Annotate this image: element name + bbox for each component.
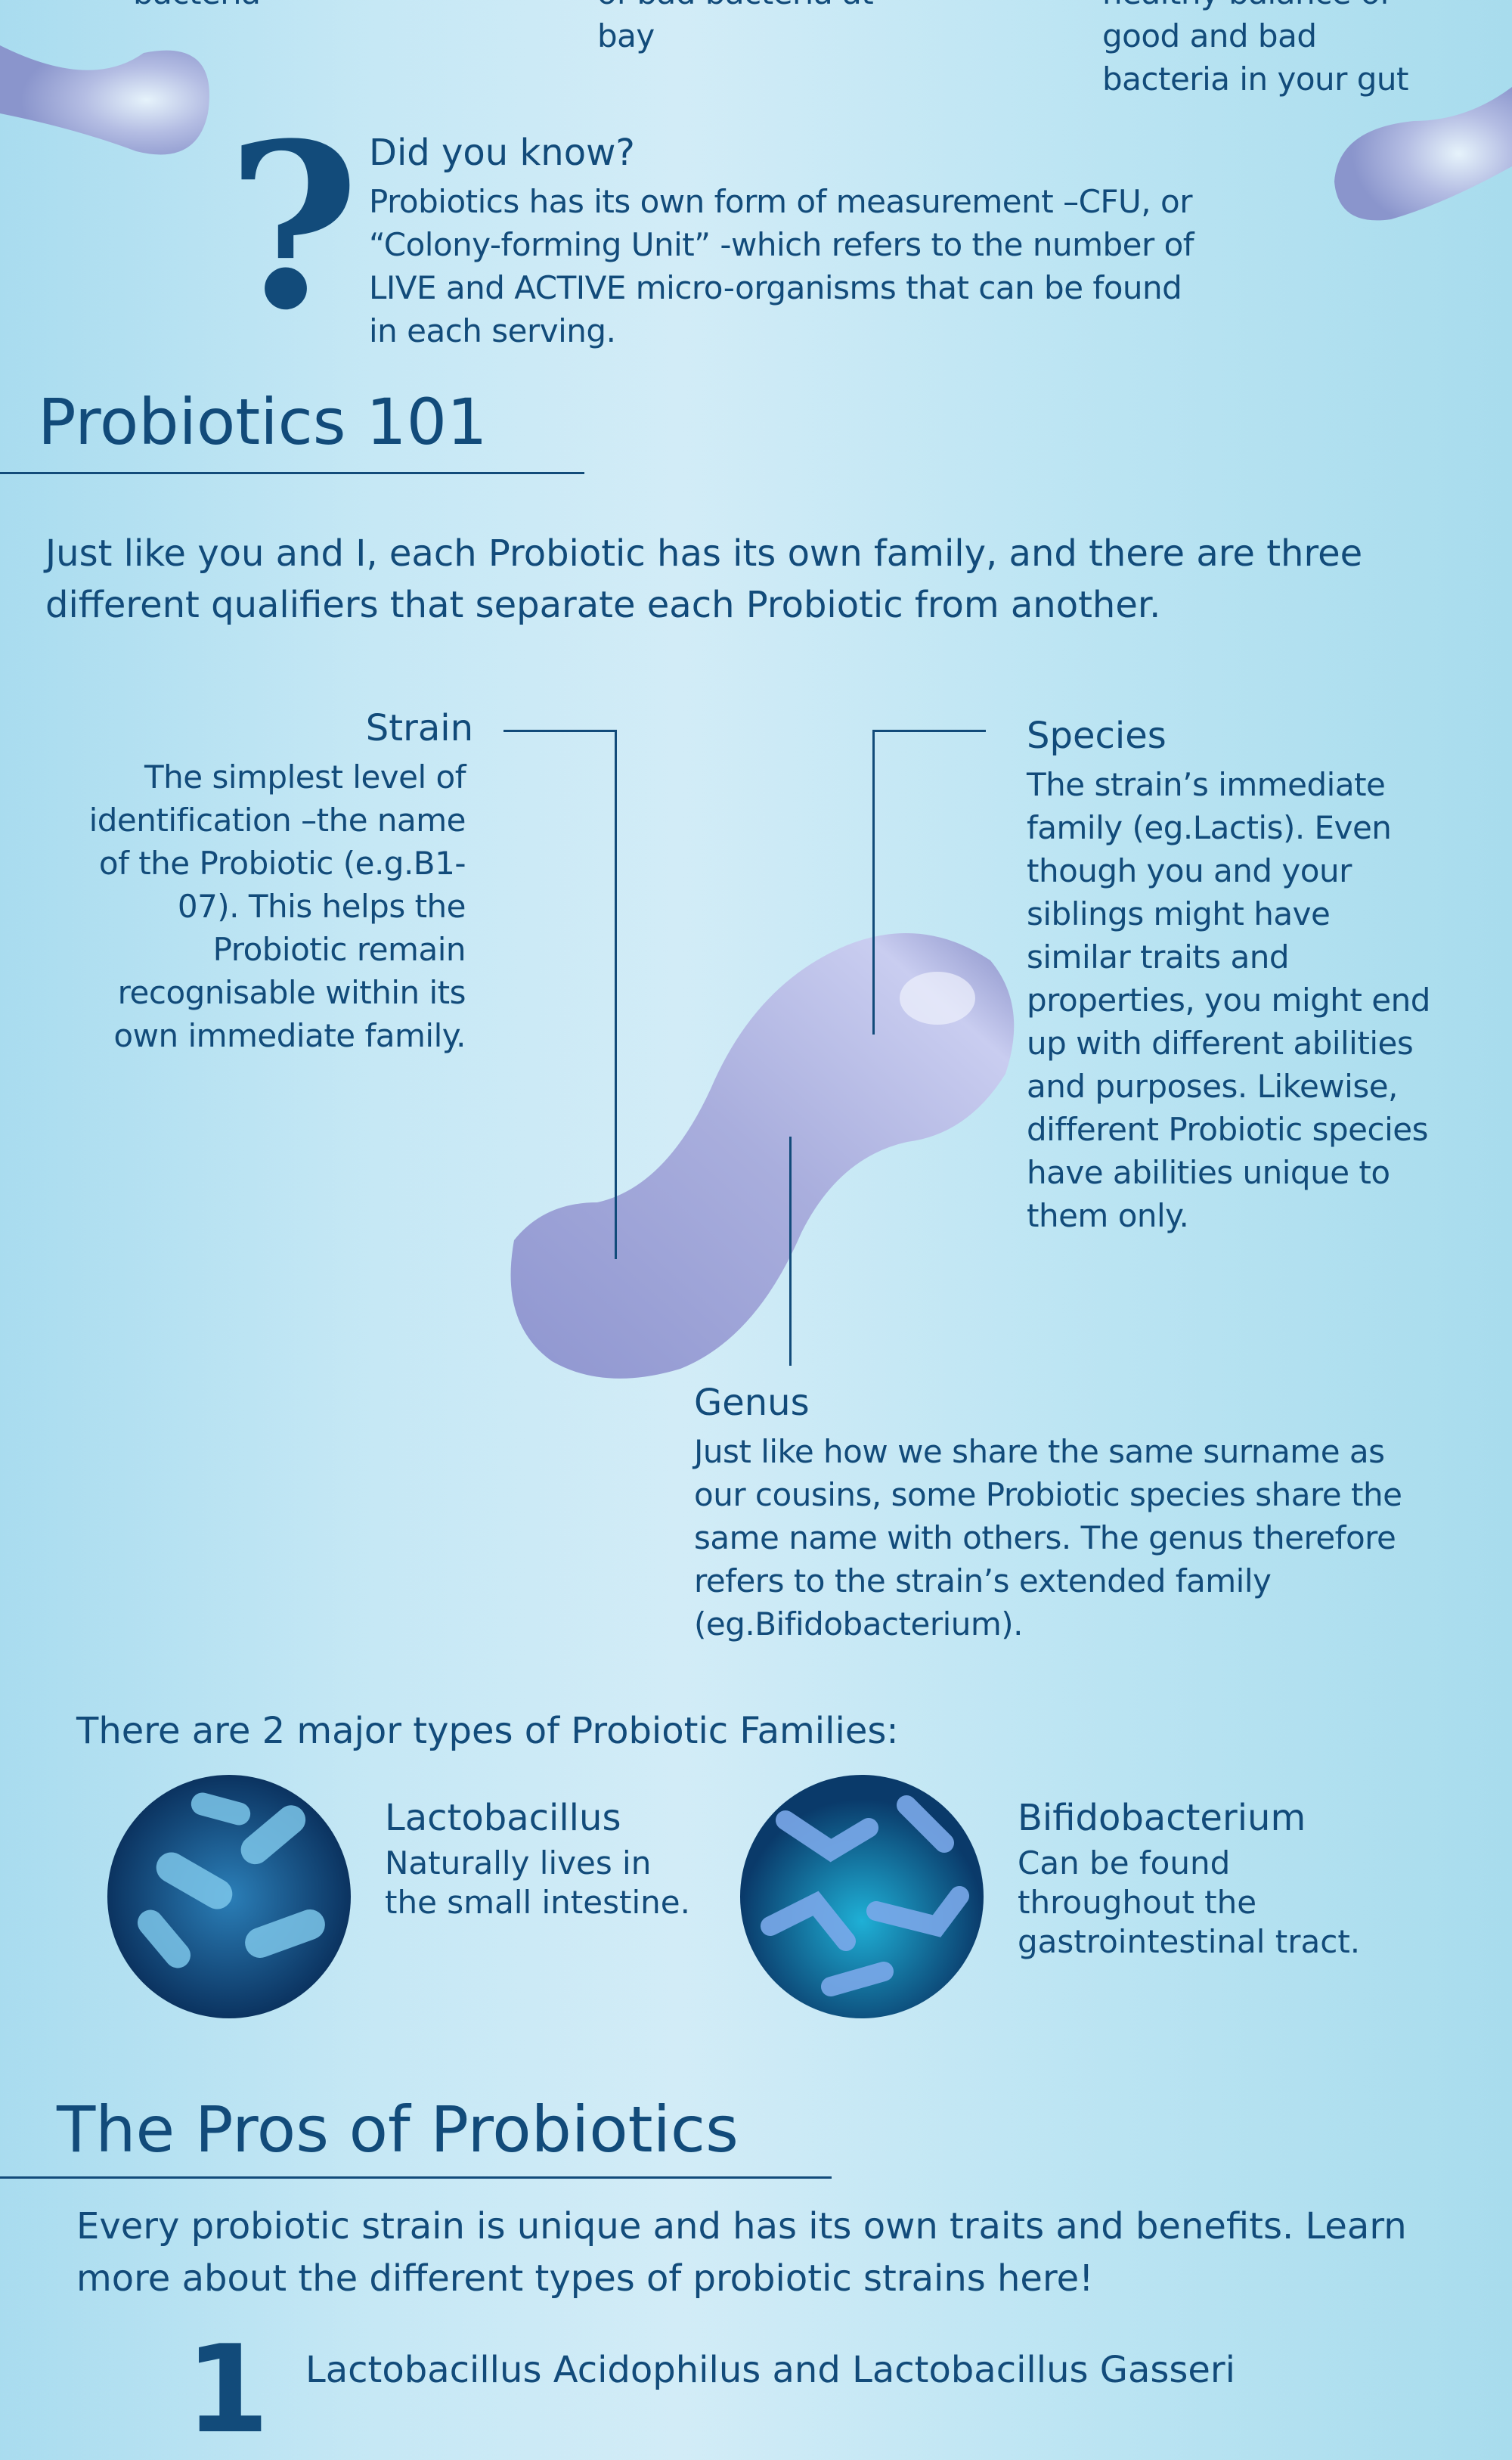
bacteria-blob-right <box>1334 87 1512 221</box>
species-connector <box>872 730 986 732</box>
divider <box>0 2176 832 2179</box>
question-mark-icon: ? <box>227 93 360 360</box>
pros-intro: Every probiotic strain is unique and has… <box>76 2205 1407 2300</box>
species-title: Species <box>1027 715 1167 757</box>
section-title-pros: The Pros of Probiotics <box>57 2092 739 2167</box>
genus-connector <box>789 1137 792 1366</box>
pros-item-title: Lactobacillus Acidophilus and Lactobacil… <box>305 2349 1235 2391</box>
species-connector <box>872 730 875 1035</box>
section-title-probiotics-101: Probiotics 101 <box>38 385 488 459</box>
probiotics-101-intro: Just like you and I, each Probiotic has … <box>45 532 1363 626</box>
bifidobacterium-title: Bifidobacterium <box>1018 1797 1306 1839</box>
lactobacillus-title: Lactobacillus <box>385 1797 621 1839</box>
bacteria-blob-left <box>0 45 209 155</box>
families-heading: There are 2 major types of Probiotic Fam… <box>76 1710 899 1752</box>
did-you-know-title: Did you know? <box>369 132 635 174</box>
bacterium-illustration <box>510 933 1015 1379</box>
top-fragment-2: of bad bacteria atbay <box>597 0 874 54</box>
pros-item-number: 1 <box>185 2319 270 2460</box>
did-you-know-body: Probiotics has its own form of measureme… <box>369 183 1194 349</box>
genus-title: Genus <box>694 1382 810 1424</box>
genus-description: Just like how we share the same surname … <box>694 1433 1402 1643</box>
strain-connector <box>615 730 617 1259</box>
strain-connector <box>503 730 617 732</box>
bifidobacterium-image <box>740 1775 984 2018</box>
strain-title: Strain <box>365 707 473 749</box>
lactobacillus-image <box>107 1775 351 2018</box>
top-fragment-1: bacteria <box>133 0 261 14</box>
divider <box>0 472 584 474</box>
